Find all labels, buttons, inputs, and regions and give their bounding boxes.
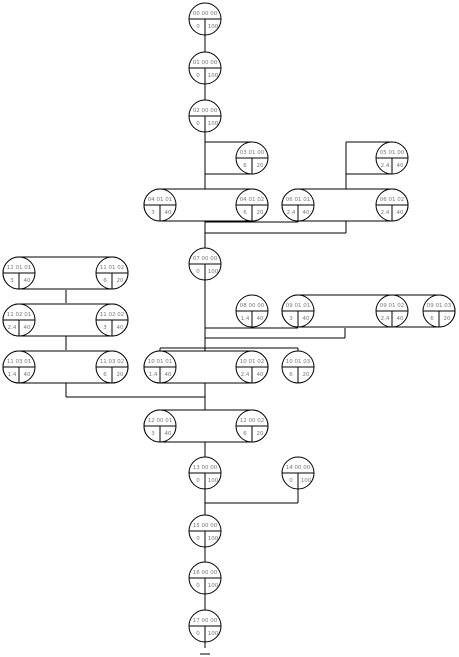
node-name: 12 00 01: [148, 418, 173, 424]
node-value-left: 1.4: [149, 372, 158, 378]
node-name: 05 01 00: [380, 150, 405, 156]
node-value-right: 100: [208, 269, 219, 275]
node-value-left: 2.4: [381, 316, 390, 322]
node-value-left: 2.4: [8, 325, 17, 331]
node-name: 15 00 00: [193, 523, 218, 529]
node-name: 06 01 01: [286, 197, 311, 203]
node-value-right: 40: [303, 316, 310, 322]
node-value-right: 40: [303, 210, 310, 216]
node-value-right: 20: [444, 316, 451, 322]
node-name: 04 01 01: [148, 197, 173, 203]
node-name: 11 02 02: [100, 312, 125, 318]
node-value-right: 40: [165, 372, 172, 378]
node-value-left: 0: [196, 269, 200, 275]
node-value-right: 40: [397, 210, 404, 216]
node-value-left: 6: [430, 316, 434, 322]
node-value-right: 40: [24, 325, 31, 331]
node-name: 07 00 00: [193, 256, 218, 262]
node-value-left: 0: [196, 631, 200, 637]
node-value-left: 2.4: [381, 163, 390, 169]
node-value-left: 0: [196, 478, 200, 484]
node-value-right: 20: [257, 163, 264, 169]
node-value-left: 2.4: [381, 210, 390, 216]
node-value-left: 2.4: [287, 210, 296, 216]
node-value-right: 100: [301, 478, 312, 484]
node-name: 11 01 02: [100, 265, 125, 271]
node-value-right: 20: [257, 210, 264, 216]
node-value-left: 1.4: [241, 316, 250, 322]
node-value-right: 40: [257, 316, 264, 322]
node-value-left: 3: [103, 325, 107, 331]
node-value-right: 100: [208, 24, 219, 30]
node-value-right: 40: [165, 210, 172, 216]
node-name: 02 00 00: [193, 108, 218, 114]
node-value-right: 20: [117, 278, 124, 284]
node-value-left: 6: [103, 278, 107, 284]
node-value-right: 100: [208, 631, 219, 637]
node-name: 14 00 00: [286, 465, 311, 471]
node-name: 09 01 02: [380, 303, 405, 309]
node-name: 09 01 01: [286, 303, 311, 309]
node-value-right: 40: [24, 278, 31, 284]
node-value-left: 0: [196, 121, 200, 127]
node-value-left: 6: [103, 372, 107, 378]
node-value-left: 6: [243, 163, 247, 169]
node-name: 11 01 01: [7, 265, 32, 271]
node-name: 11 03 01: [7, 359, 32, 365]
node-value-right: 100: [208, 583, 219, 589]
node-name: 11 02 01: [7, 312, 32, 318]
node-value-left: 1.4: [8, 372, 17, 378]
node-value-right: 20: [257, 431, 264, 437]
node-value-left: 0: [196, 536, 200, 542]
node-value-left: 3: [151, 431, 155, 437]
node-value-left: 2.4: [241, 372, 250, 378]
node-name: 16 00 00: [193, 570, 218, 576]
node-name: 10 01 02: [240, 359, 265, 365]
node-value-right: 20: [117, 372, 124, 378]
node-value-right: 40: [397, 163, 404, 169]
node-name: 08 00 00: [240, 303, 265, 309]
node-name: 09 01 03: [427, 303, 452, 309]
node-value-left: 6: [243, 210, 247, 216]
node-name: 10 01 01: [148, 359, 173, 365]
node-value-right: 20: [303, 372, 310, 378]
node-name: 10 01 03: [286, 359, 311, 365]
node-value-left: 6: [289, 372, 293, 378]
node-value-right: 40: [165, 431, 172, 437]
node-value-left: 0: [289, 478, 293, 484]
node-value-right: 40: [24, 372, 31, 378]
node-value-left: 6: [243, 431, 247, 437]
node-value-left: 3: [151, 210, 155, 216]
node-value-right: 100: [208, 121, 219, 127]
node-name: 11 03 02: [100, 359, 125, 365]
node-value-right: 40: [397, 316, 404, 322]
node-value-left: 0: [196, 73, 200, 79]
node-name: 12 00 02: [240, 418, 265, 424]
node-value-right: 100: [208, 478, 219, 484]
node-value-left: 0: [196, 583, 200, 589]
node-name: 04 01 02: [240, 197, 265, 203]
node-value-left: 0: [196, 24, 200, 30]
node-value-left: 3: [10, 278, 14, 284]
node-value-right: 100: [208, 73, 219, 79]
node-name: 13 00 00: [193, 465, 218, 471]
node-value-right: 40: [117, 325, 124, 331]
node-value-left: 3: [289, 316, 293, 322]
node-name: 01 00 00: [193, 60, 218, 66]
node-value-right: 100: [208, 536, 219, 542]
node-name: 00 00 00: [193, 11, 218, 17]
node-name: 03 01 00: [240, 150, 265, 156]
node-value-right: 40: [257, 372, 264, 378]
node-name: 17 00 00: [193, 618, 218, 624]
node-name: 06 01 02: [380, 197, 405, 203]
